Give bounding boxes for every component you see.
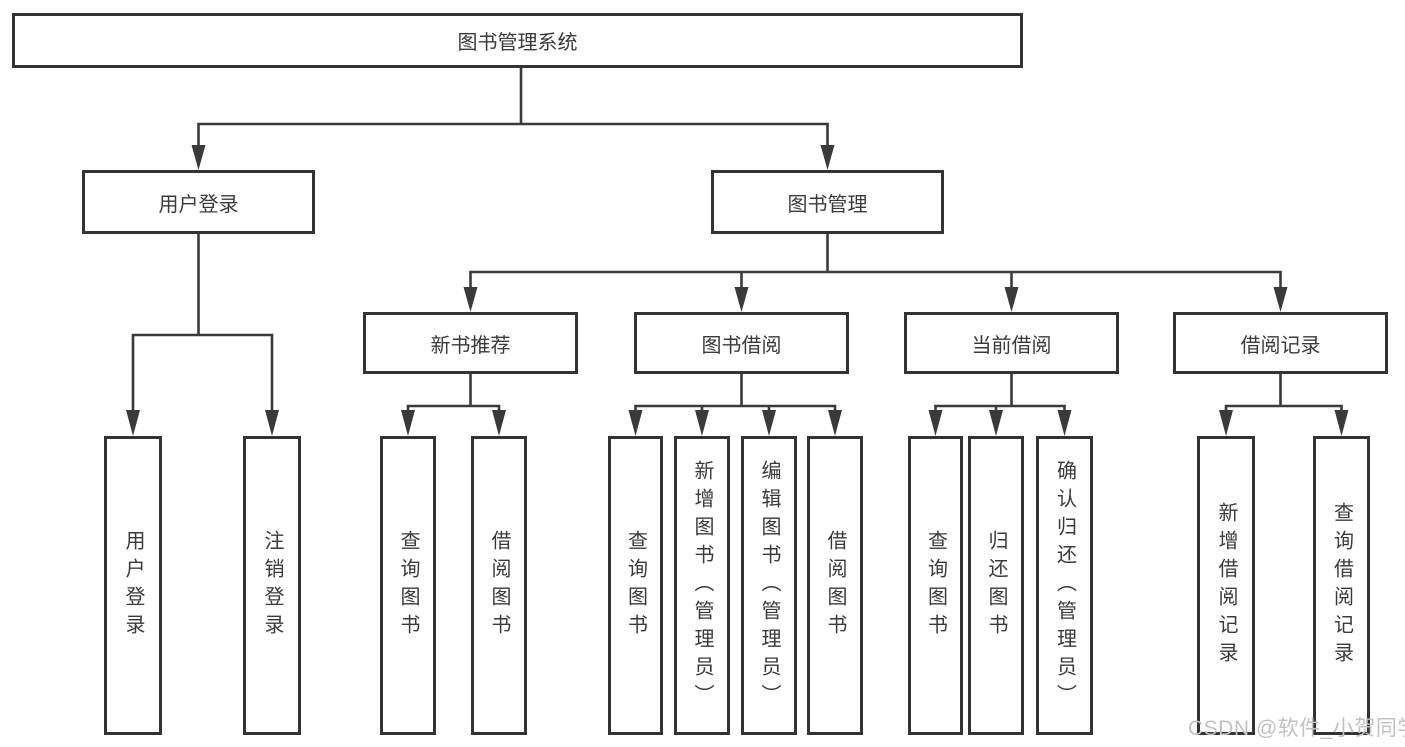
- leaf-add-borrow-record: 新增借阅记录: [1197, 436, 1255, 735]
- arrow-down-icon: [628, 410, 643, 436]
- node-library-system: 图书管理系统: [12, 13, 1023, 68]
- arrow-down-icon: [463, 287, 478, 312]
- connector-book-management: [469, 232, 1282, 292]
- leaf-user-login: 用户登录: [104, 436, 162, 735]
- leaf-query-books-recommend: 查询图书: [380, 436, 436, 735]
- connector-current-borrow: [934, 372, 1066, 415]
- connector-user-login: [131, 232, 274, 415]
- node-book-management: 图书管理: [711, 170, 944, 234]
- arrow-down-icon: [492, 410, 506, 436]
- node-book-borrow: 图书借阅: [634, 312, 849, 374]
- arrow-down-icon: [126, 410, 140, 436]
- connector-book-borrow: [634, 372, 837, 415]
- arrow-down-icon: [1057, 410, 1072, 436]
- arrow-down-icon: [191, 145, 206, 170]
- node-borrow-records: 借阅记录: [1173, 312, 1388, 374]
- arrow-down-icon: [1219, 410, 1233, 436]
- arrow-down-icon: [1273, 287, 1288, 312]
- arrow-down-icon: [762, 410, 776, 436]
- csdn-watermark: CSDN @软件_小贺同学: [1188, 717, 1405, 740]
- leaf-confirm-return-admin: 确认归还（管理员）: [1036, 436, 1093, 735]
- arrow-down-icon: [265, 410, 279, 436]
- arrow-down-icon: [734, 287, 749, 312]
- leaf-query-borrow-record: 查询借阅记录: [1313, 436, 1370, 735]
- arrow-down-icon: [828, 410, 842, 436]
- connector-root: [197, 66, 829, 150]
- node-new-book-recommend: 新书推荐: [363, 312, 578, 374]
- arrow-down-icon: [989, 410, 1003, 436]
- node-current-borrow: 当前借阅: [904, 312, 1119, 374]
- arrow-down-icon: [928, 410, 943, 436]
- node-user-login: 用户登录: [82, 170, 315, 234]
- leaf-logout: 注销登录: [243, 436, 301, 735]
- arrow-down-icon: [695, 410, 709, 436]
- connector-borrow-records: [1224, 372, 1343, 415]
- leaf-edit-book-admin: 编辑图书（管理员）: [741, 436, 797, 735]
- arrow-down-icon: [1334, 410, 1349, 436]
- leaf-borrow-books: 借阅图书: [807, 436, 863, 735]
- arrow-down-icon: [820, 145, 835, 170]
- leaf-query-books-borrow: 查询图书: [608, 436, 663, 735]
- leaf-return-books: 归还图书: [968, 436, 1024, 735]
- arrow-down-icon: [401, 410, 415, 436]
- leaf-add-book-admin: 新增图书（管理员）: [674, 436, 730, 735]
- arrow-down-icon: [1004, 287, 1019, 312]
- leaf-borrow-books-recommend: 借阅图书: [471, 436, 527, 735]
- leaf-query-books-current: 查询图书: [908, 436, 963, 735]
- connector-new-book-recommend: [406, 372, 501, 415]
